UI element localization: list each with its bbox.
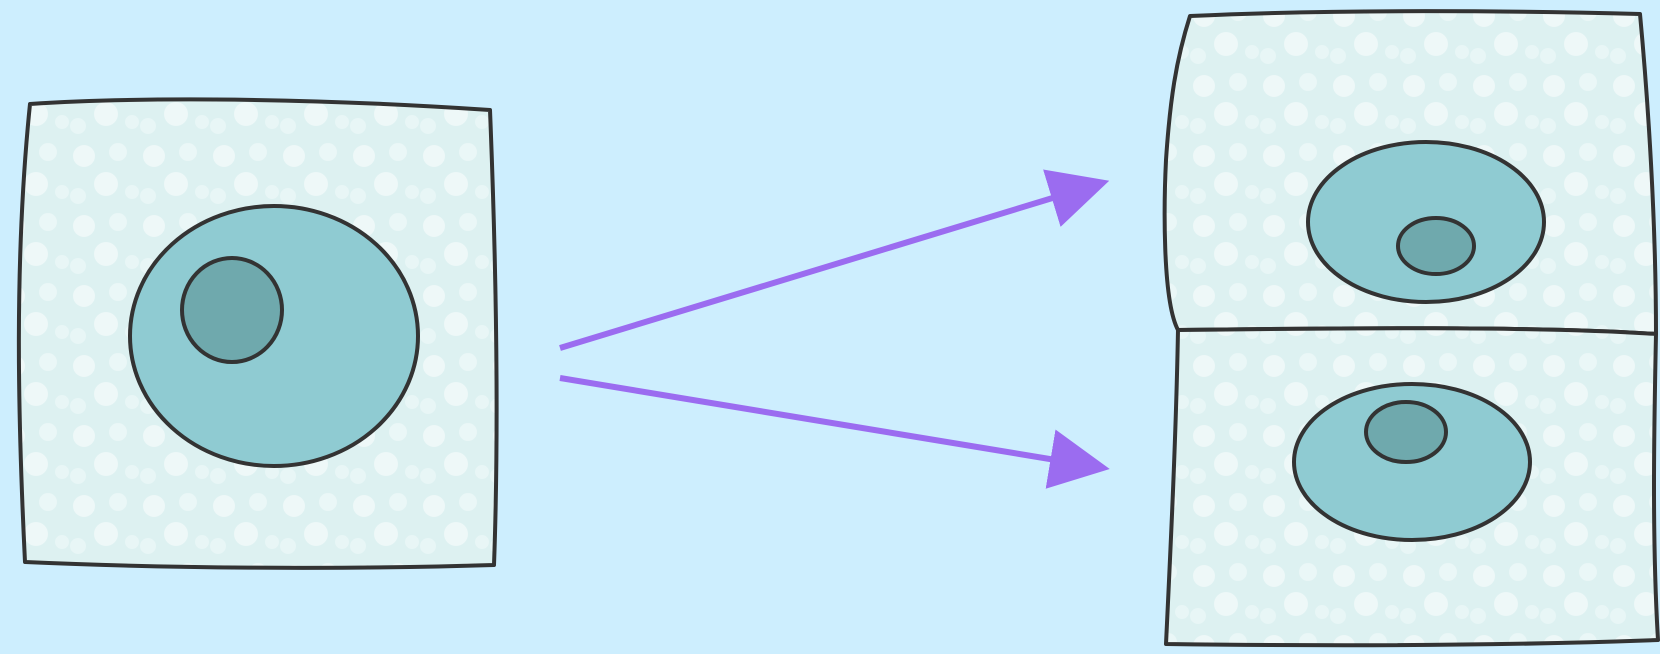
daughter-cell-lower-nucleolus [1366, 402, 1446, 462]
parent-cell [19, 99, 497, 567]
parent-cell-nucleolus [182, 258, 282, 362]
daughter-cell-upper-nucleolus [1398, 218, 1474, 274]
daughter-cell-lower [1166, 328, 1658, 645]
arrow-to-lower-daughter [560, 378, 1092, 466]
arrow-to-upper-daughter [560, 186, 1092, 348]
daughter-cell-upper [1165, 11, 1656, 334]
division-arrows [560, 186, 1092, 466]
